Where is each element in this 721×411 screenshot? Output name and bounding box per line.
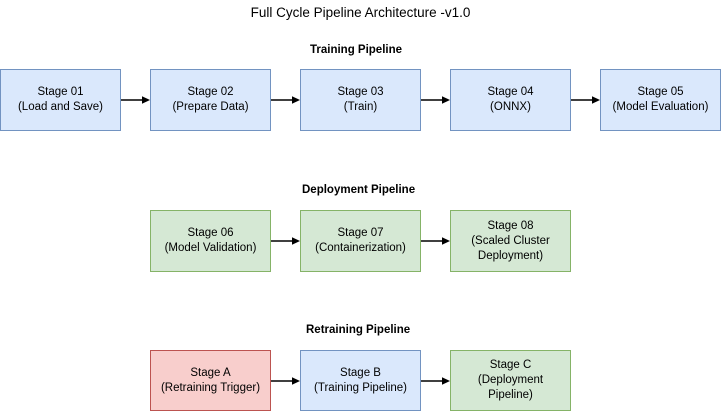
section-label-deployment: Deployment Pipeline [302, 184, 416, 196]
arrow-07-08 [421, 236, 450, 246]
node-stage-01[interactable]: Stage 01 (Load and Save) [0, 69, 121, 131]
arrow-01-02 [121, 95, 150, 105]
arrow-b-c [421, 376, 450, 386]
node-stage-b[interactable]: Stage B (Training Pipeline) [300, 350, 421, 411]
arrow-06-07 [271, 236, 300, 246]
arrow-03-04 [421, 95, 450, 105]
node-stage-a[interactable]: Stage A (Retraining Trigger) [150, 350, 271, 411]
node-stage-05[interactable]: Stage 05 (Model Evaluation) [600, 69, 721, 131]
node-stage-c[interactable]: Stage C (Deployment Pipeline) [450, 350, 571, 411]
arrow-a-b [271, 376, 300, 386]
node-stage-02[interactable]: Stage 02 (Prepare Data) [150, 69, 271, 131]
node-stage-03[interactable]: Stage 03 (Train) [300, 69, 421, 131]
node-stage-04[interactable]: Stage 04 (ONNX) [450, 69, 571, 131]
section-label-retraining: Retraining Pipeline [306, 324, 411, 336]
arrow-04-05 [571, 95, 600, 105]
node-stage-07[interactable]: Stage 07 (Containerization) [300, 210, 421, 272]
node-stage-08[interactable]: Stage 08 (Scaled Cluster Deployment) [450, 210, 571, 272]
node-stage-06[interactable]: Stage 06 (Model Validation) [150, 210, 271, 272]
section-label-training: Training Pipeline [310, 44, 403, 56]
arrow-02-03 [271, 95, 300, 105]
diagram-title: Full Cycle Pipeline Architecture -v1.0 [250, 5, 471, 20]
